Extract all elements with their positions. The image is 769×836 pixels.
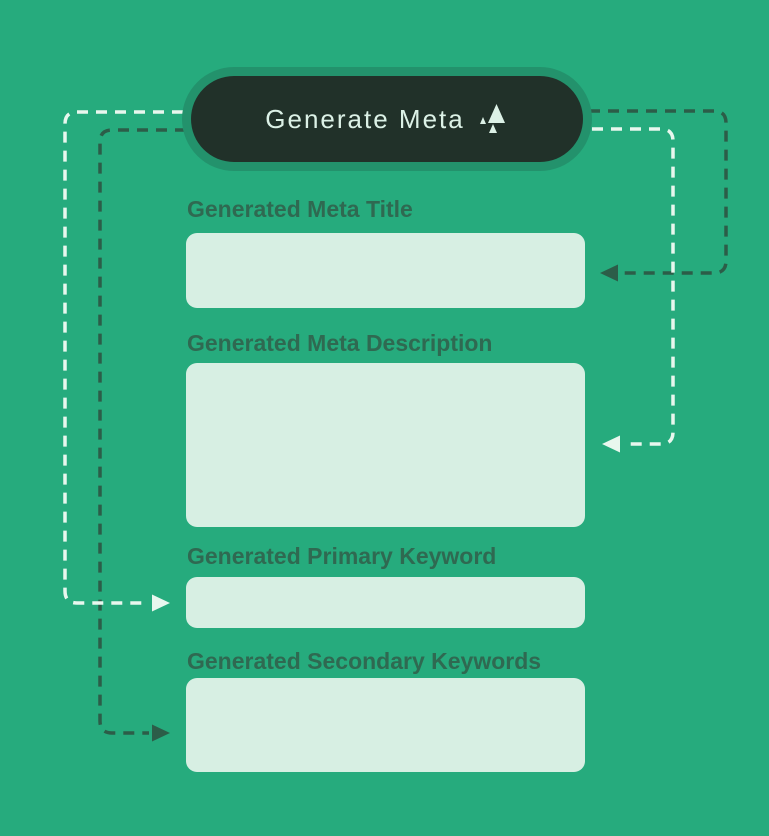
arrowhead-meta-description xyxy=(602,435,620,453)
connector-to-primary-keyword xyxy=(63,110,183,605)
generate-meta-button-face: Generate Meta xyxy=(191,76,583,162)
arrowhead-meta-title xyxy=(600,264,618,282)
arrowhead-secondary-keywords xyxy=(152,724,170,742)
meta-description-field[interactable] xyxy=(186,363,585,527)
arrowhead-primary-keyword xyxy=(152,594,170,612)
connector-to-secondary-keywords xyxy=(98,128,186,735)
secondary-keywords-field[interactable] xyxy=(186,678,585,772)
secondary-keywords-label: Generated Secondary Keywords xyxy=(187,648,542,674)
connector-to-meta-description xyxy=(592,127,675,446)
meta-description-label: Generated Meta Description xyxy=(187,330,493,356)
meta-title-field[interactable] xyxy=(186,233,585,308)
primary-keyword-label: Generated Primary Keyword xyxy=(187,543,497,569)
connector-to-meta-title xyxy=(589,109,728,275)
generate-meta-button-label: Generate Meta xyxy=(265,103,465,134)
primary-keyword-field[interactable] xyxy=(186,577,585,628)
meta-title-label: Generated Meta Title xyxy=(187,196,413,222)
sparkles-icon xyxy=(479,104,505,133)
generate-meta-button[interactable]: Generate Meta xyxy=(182,67,592,171)
